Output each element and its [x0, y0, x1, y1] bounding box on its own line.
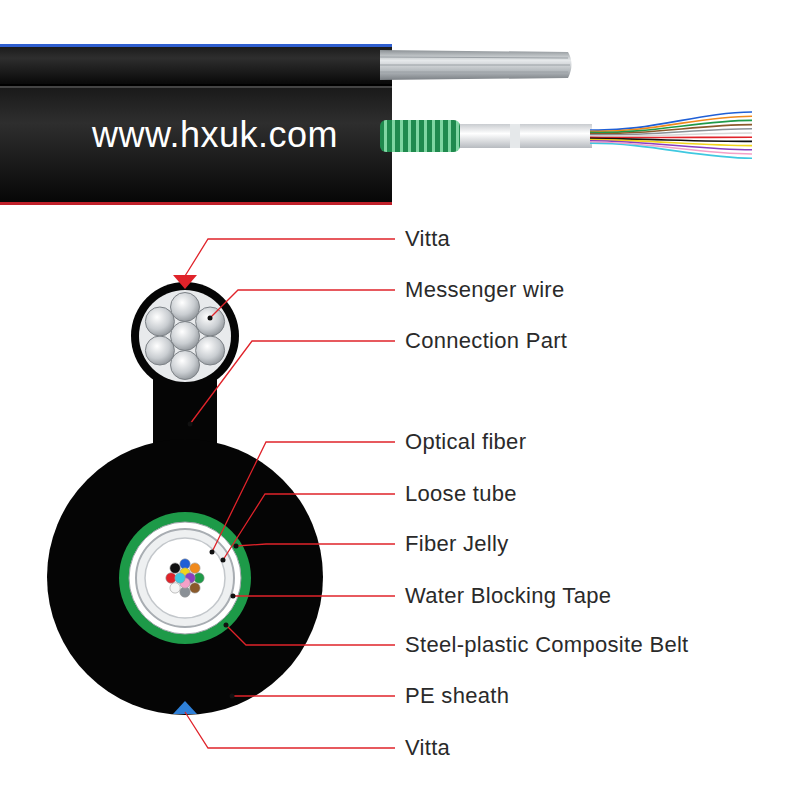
cable-side-view — [0, 44, 592, 205]
part-name: Optical fiber — [405, 429, 526, 455]
steel-strand — [196, 336, 225, 365]
fiber-dot — [170, 583, 180, 593]
part-name: Water Blocking Tape — [405, 583, 611, 609]
fiber-dot — [190, 583, 200, 593]
leader-lines — [185, 239, 395, 748]
steel-strand — [145, 336, 174, 365]
steel-strand — [171, 351, 200, 380]
fiber-strand — [590, 133, 752, 136]
steel-strand — [171, 293, 200, 322]
leader-dots — [188, 316, 239, 699]
optical-fibers — [590, 112, 752, 158]
part-name: Fiber Jelly — [405, 531, 509, 557]
part-name: Steel-plastic Composite Belt — [405, 632, 689, 658]
fiber-strand — [590, 143, 752, 158]
fiber-strand — [590, 120, 752, 132]
part-name: Vitta — [405, 226, 450, 252]
steel-strand — [171, 322, 200, 351]
part-name: Connection Part — [405, 328, 567, 354]
fiber-dot — [175, 573, 185, 583]
part-name: Vitta — [405, 735, 450, 761]
steel-strand — [196, 307, 225, 336]
part-name: PE sheath — [405, 683, 509, 709]
fiber-dot — [170, 563, 180, 573]
part-name: Loose tube — [405, 481, 517, 507]
watermark: www.hxuk.com — [92, 114, 338, 156]
part-name: Messenger wire — [405, 277, 564, 303]
steel-strand — [145, 307, 174, 336]
fiber-dot — [190, 563, 200, 573]
